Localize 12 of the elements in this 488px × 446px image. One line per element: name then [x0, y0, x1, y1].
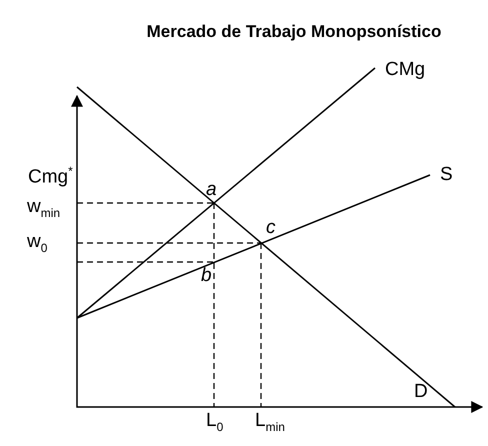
axis-label: L$_{min}$	[255, 411, 285, 433]
axis-label: w$_{min}$	[27, 197, 60, 219]
point-label: a	[206, 180, 217, 199]
axis-label: Cmg$^{*}$	[28, 165, 73, 186]
curve-label: S	[440, 165, 453, 184]
chart-title: Mercado de Trabajo Monopsonístico	[146, 22, 442, 42]
point-label: c	[266, 218, 276, 237]
axis-label: L$_{0}$	[206, 411, 224, 433]
curve-label: D	[414, 382, 428, 401]
curve-label: CMg	[385, 60, 426, 79]
axis-label: w$_{0}$	[27, 232, 48, 254]
point-label: b	[201, 266, 212, 285]
